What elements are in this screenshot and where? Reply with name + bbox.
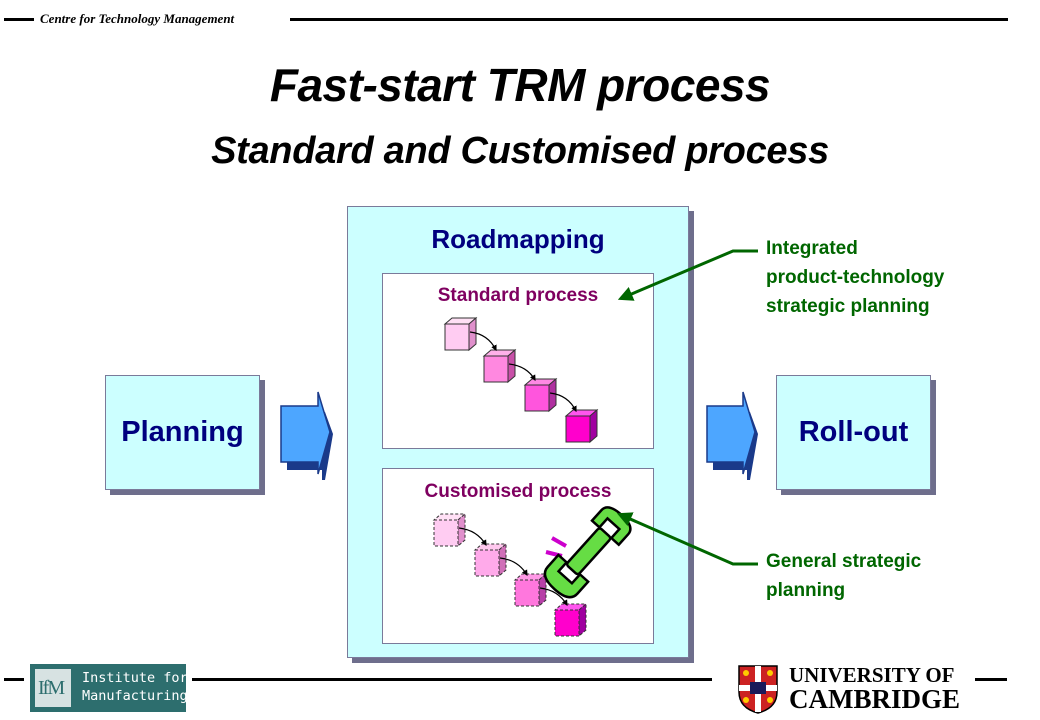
annotation-integrated: Integrated product-technology strategic … [766,234,944,321]
standard-cube-4 [564,408,599,444]
page-subtitle: Standard and Customised process [211,130,829,172]
annotation-general: General strategic planning [766,547,921,605]
annotation-integrated-line-1: Integrated [766,238,858,259]
standard-link-2 [508,363,536,382]
roadmapping-label: Roadmapping [431,224,605,254]
rollout-label: Roll-out [798,416,909,448]
footer-rule-right [975,678,1007,681]
cambridge-line-2: CAMBRIDGE [789,684,961,714]
header-rule-right [290,18,1008,21]
standard-cube-2 [482,348,517,384]
standard-link-3 [549,392,577,413]
rollout-box-face [776,375,931,490]
customised-process-panel: Customised process [382,468,654,644]
ifm-text: Institute for Manufacturing [82,669,188,705]
standard-process-label: Standard process [437,285,599,306]
planning-box: Planning [105,375,265,495]
page-title: Fast-start TRM process [269,59,771,111]
annotation-general-line-1: General strategic [766,551,922,572]
ifm-logo: IfM Institute for Manufacturing [30,664,188,712]
customised-cube-3 [513,572,548,608]
leader-line-general [616,512,758,566]
annotation-integrated-line-2: product-technology [766,267,945,288]
ifm-text-line-1: Institute for [82,670,188,686]
rollout-box: Roll-out [776,375,936,495]
footer-rule-left [4,678,24,681]
customised-process-label: Customised process [424,481,612,502]
standard-link-1 [469,331,497,352]
header-rule-left [4,18,34,21]
ifm-text-line-2: Manufacturing [82,688,188,704]
customised-cube-4 [553,602,588,638]
planning-label: Planning [121,416,244,448]
annotation-general-line-2: planning [766,580,846,601]
leader-line-integrated [617,249,758,301]
annotation-integrated-line-3: strategic planning [766,296,930,317]
standard-cube-1 [443,316,478,352]
planning-box-face [105,375,260,490]
standard-cube-3 [523,377,558,413]
customised-link-3 [539,587,568,607]
standard-process-panel: Standard process [382,273,654,449]
ifm-mark-icon: IfM [35,669,71,707]
customised-link-1 [458,527,487,547]
flow-arrow-left [280,391,333,480]
ifm-mark-text: IfM [38,677,65,699]
customised-link-2 [499,557,528,577]
header-text: Centre for Technology Management [40,11,235,26]
university-crest-icon [738,665,778,714]
cambridge-line-1: UNIVERSITY OF [789,663,955,687]
flow-arrow-right [706,391,758,480]
footer-rule-middle [192,678,712,681]
customised-cube-2 [473,542,508,578]
customised-cube-1 [432,512,467,548]
